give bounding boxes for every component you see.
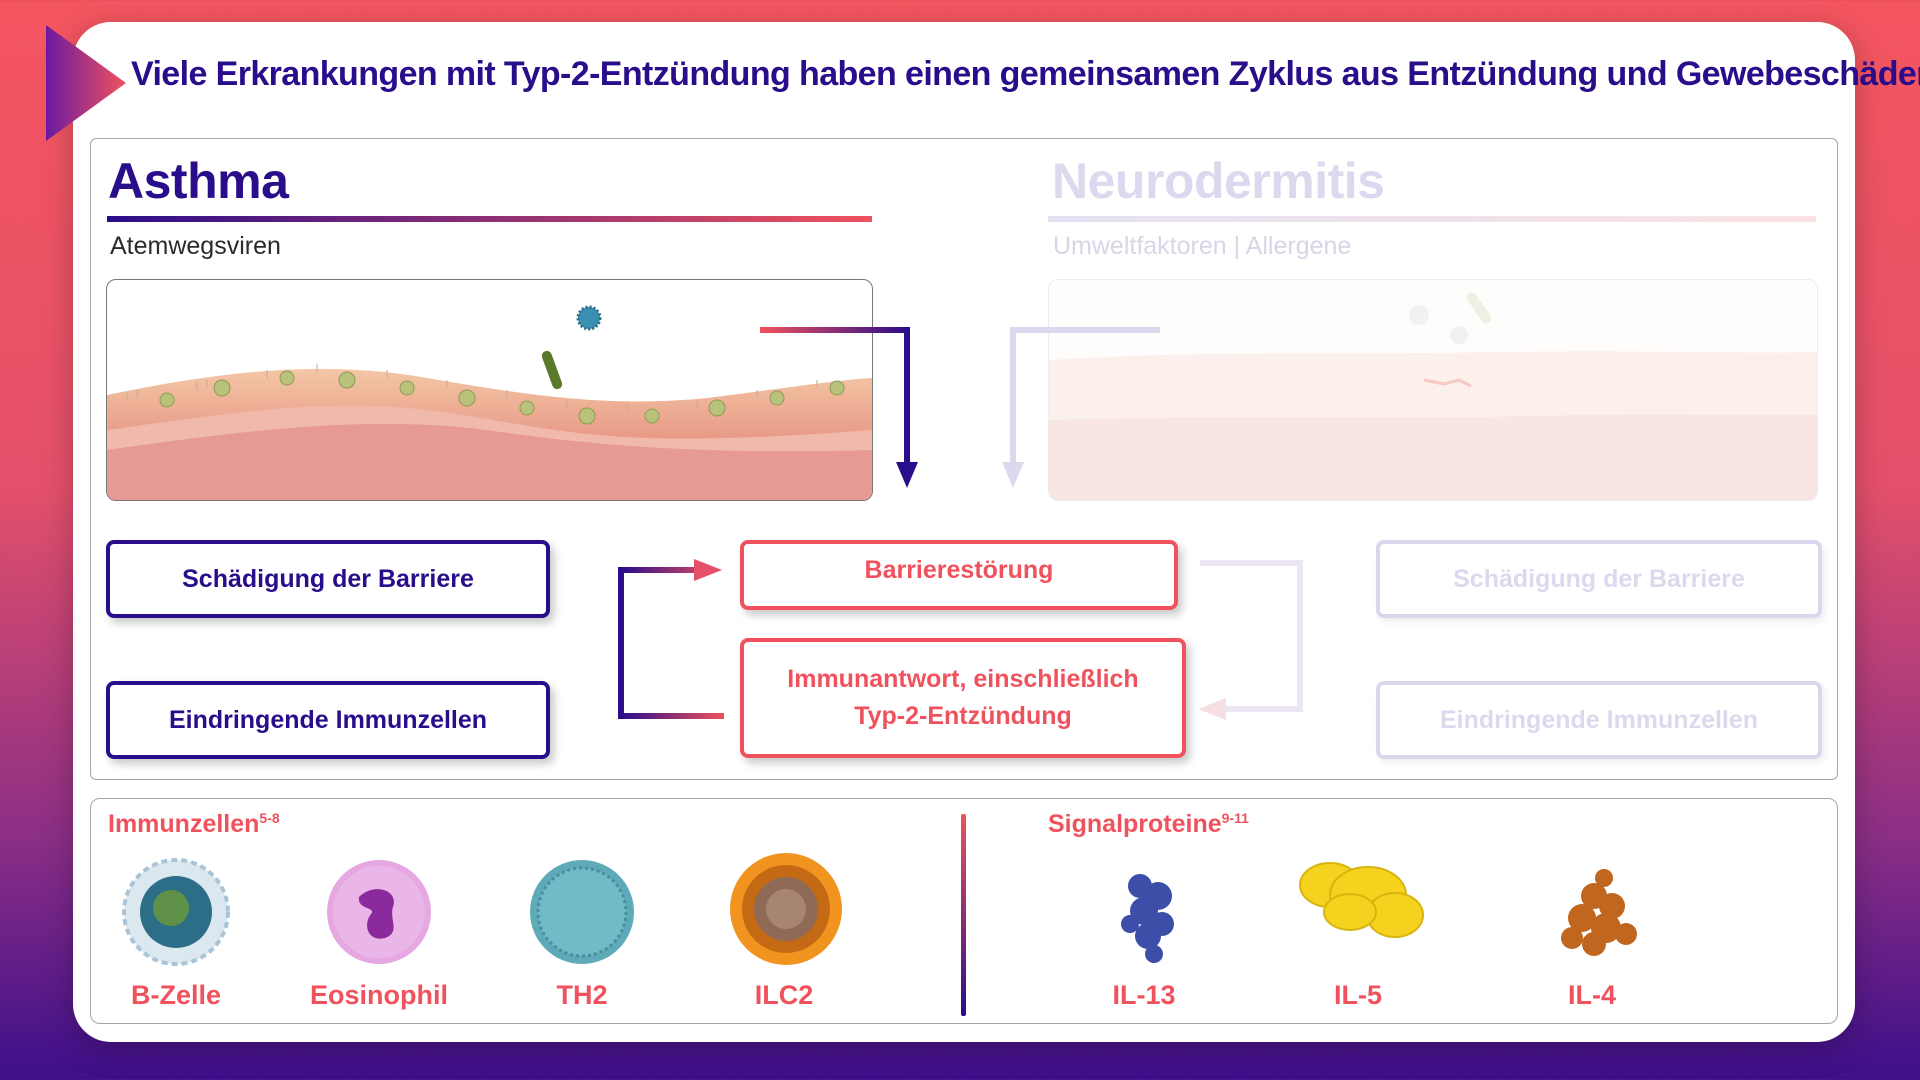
signal-proteins-ref: 9-11 — [1221, 810, 1249, 826]
ilc2-cell-icon — [730, 853, 842, 965]
panel-divider — [961, 814, 966, 1016]
il-5-label: IL-5 — [1333, 980, 1382, 1010]
headline: Viele Erkrankungen mit Typ-2-Entzündung … — [131, 55, 1920, 94]
il-5-protein-icon — [1299, 862, 1424, 938]
immune-cells-title-text: Immunzellen — [108, 810, 260, 838]
corner-triangle-icon — [46, 25, 126, 141]
neuro-title: Neurodermitis — [1052, 153, 1385, 209]
signal-proteins-title-text: Signalproteine — [1048, 810, 1222, 838]
asthma-barrier-damage-box: Schädigung der Barriere — [106, 540, 550, 618]
headline-text: Viele Erkrankungen mit Typ-2-Entzündung … — [131, 55, 1920, 93]
neuro-barrier-damage-label: Schädigung der Barriere — [1453, 564, 1745, 593]
immune-response-line2: Typ-2-Entzündung — [854, 702, 1072, 730]
airway-epithelium-image — [106, 279, 873, 501]
neuro-invading-cells-box: Eindringende Immunzellen — [1376, 681, 1822, 759]
skin-tissue-image — [1048, 279, 1818, 501]
asthma-rule — [107, 216, 872, 222]
ilc2-label: ILC2 — [754, 980, 814, 1010]
il-4-label: IL-4 — [1567, 980, 1616, 1010]
immune-cells-title: Immunzellen5-8 — [108, 810, 280, 839]
immune-response-line1: Immunantwort, einschließlich — [787, 665, 1139, 693]
il-13-protein-icon — [1121, 874, 1174, 963]
neuro-rule — [1048, 216, 1816, 222]
asthma-barrier-damage-label: Schädigung der Barriere — [182, 564, 474, 593]
eosinophil-label: Eosinophil — [310, 980, 448, 1010]
neuro-barrier-damage-box: Schädigung der Barriere — [1376, 540, 1822, 618]
il-13-label: IL-13 — [1112, 980, 1176, 1010]
asthma-title: Asthma — [108, 153, 289, 209]
barrier-disorder-box: Barrierestörung — [740, 540, 1178, 610]
asthma-invading-cells-box: Eindringende Immunzellen — [106, 681, 550, 759]
b-cell-label: B-Zelle — [130, 980, 222, 1010]
asthma-trigger: Atemwegsviren — [110, 232, 281, 260]
il-4-protein-icon — [1561, 869, 1637, 956]
th2-label: TH2 — [556, 980, 608, 1010]
neuro-invading-cells-label: Eindringende Immunzellen — [1439, 705, 1759, 734]
immune-response-box: Immunantwort, einschließlich Typ-2-Entzü… — [740, 638, 1186, 758]
skin-tissue-illustration — [1049, 280, 1817, 500]
immune-cells-ref: 5-8 — [259, 810, 280, 826]
barrier-disorder-label: Barrierestörung — [864, 556, 1054, 584]
eosinophil-icon — [327, 860, 431, 964]
th2-cell-icon — [530, 860, 634, 964]
signal-proteins-title: Signalproteine9-11 — [1048, 810, 1249, 839]
b-cell-icon — [122, 858, 230, 966]
airway-tissue-illustration — [107, 305, 872, 500]
asthma-invading-cells-label: Eindringende Immunzellen — [168, 705, 488, 734]
neuro-trigger: Umweltfaktoren | Allergene — [1053, 232, 1352, 260]
